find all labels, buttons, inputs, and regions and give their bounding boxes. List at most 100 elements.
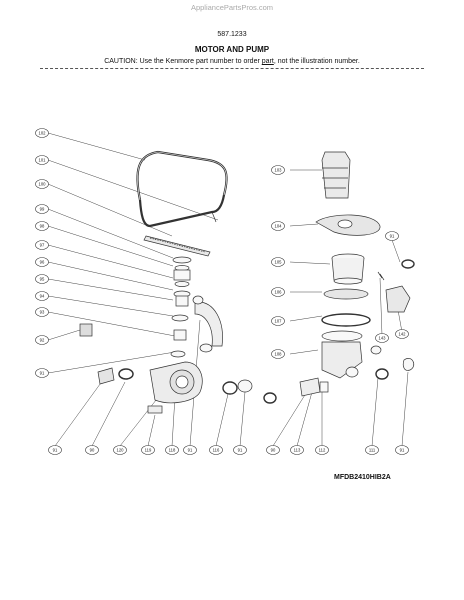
callout-label: 99: [40, 207, 45, 212]
callout-95: 95: [35, 274, 49, 284]
callout-91: 91: [183, 445, 197, 455]
callout-bubble: [375, 333, 389, 343]
part-drawings: [79, 150, 415, 414]
callout-108: 108: [271, 349, 285, 359]
callout-bubble: [271, 287, 285, 297]
callout-label: 91: [188, 448, 193, 453]
callout-label: 118: [169, 448, 176, 453]
callout-119: 119: [141, 445, 155, 455]
callout-100: 100: [35, 179, 49, 189]
callout-97: 97: [35, 240, 49, 250]
callout-98: 98: [35, 221, 49, 231]
callout-bubble: [113, 445, 127, 455]
callout-label: 97: [40, 243, 45, 248]
callout-bubble: [85, 445, 99, 455]
callout-label: 91: [53, 448, 58, 453]
callout-bubble: [271, 165, 285, 175]
callout-label: 101: [39, 158, 47, 163]
callout-label: 90: [90, 448, 95, 453]
callout-bubble: [183, 445, 197, 455]
callout-label: 91: [390, 234, 395, 239]
callout-101: 101: [35, 155, 49, 165]
callout-label: 108: [275, 352, 283, 357]
callout-91: 91: [48, 445, 62, 455]
callout-label: 103: [275, 168, 283, 173]
callout-93: 93: [35, 307, 49, 317]
callout-bubble: [165, 445, 179, 455]
callout-bubble: [271, 221, 285, 231]
callout-bubble: [35, 257, 49, 267]
callout-91: 91: [35, 368, 49, 378]
callout-bubble: [35, 221, 49, 231]
callout-label: 143: [379, 336, 387, 341]
callout-label: 119: [145, 448, 152, 453]
callout-bubble: [35, 335, 49, 345]
callout-96: 96: [35, 257, 49, 267]
callout-label: 96: [40, 260, 45, 265]
callout-label: 142: [399, 332, 407, 337]
callout-label: 120: [117, 448, 125, 453]
callout-91: 91: [395, 445, 409, 455]
callout-bubble: [141, 445, 155, 455]
callout-label: 93: [40, 310, 45, 315]
caution-text: CAUTION: Use the Kenmore part number to …: [0, 58, 464, 65]
callout-bubble: [35, 204, 49, 214]
callout-label: 116: [213, 448, 220, 453]
callout-circles: 102 101 100 99 98 97 96 95 94 93 92 91 103 104 91 105 10…: [35, 128, 409, 455]
callout-104: 104: [271, 221, 285, 231]
divider: [40, 68, 424, 69]
callout-99: 99: [35, 204, 49, 214]
callout-103: 103: [271, 165, 285, 175]
callout-bubble: [395, 445, 409, 455]
callout-bubble: [35, 128, 49, 138]
caution-suffix: , not the illustration number.: [273, 58, 360, 65]
callout-bubble: [290, 445, 304, 455]
callout-bubble: [35, 274, 49, 284]
callout-90: 90: [266, 445, 280, 455]
callout-bubble: [35, 307, 49, 317]
callout-111: 111: [365, 445, 379, 455]
callout-112: 112: [315, 445, 329, 455]
callout-label: 105: [275, 260, 283, 265]
callout-107: 107: [271, 316, 285, 326]
callout-bubble: [209, 445, 223, 455]
callout-bubble: [48, 445, 62, 455]
callout-143: 143: [375, 333, 389, 343]
callout-label: 112: [319, 448, 326, 453]
callout-label: 106: [275, 290, 283, 295]
diagram-model-number: MFDB2410HIB2A: [334, 474, 391, 481]
callout-105: 105: [271, 257, 285, 267]
callout-label: 91: [400, 448, 405, 453]
callout-91: 91: [385, 231, 399, 241]
callout-94: 94: [35, 291, 49, 301]
callout-label: 94: [40, 294, 45, 299]
callout-label: 104: [275, 224, 283, 229]
callout-bubble: [271, 316, 285, 326]
caution-prefix: CAUTION: Use the Kenmore part number to …: [104, 58, 262, 65]
caution-part-link[interactable]: part: [261, 58, 274, 65]
callout-label: 92: [40, 338, 45, 343]
callout-label: 91: [238, 448, 243, 453]
callout-142: 142: [395, 329, 409, 339]
callout-bubble: [35, 240, 49, 250]
callout-bubble: [395, 329, 409, 339]
callout-102: 102: [35, 128, 49, 138]
callout-label: 102: [39, 131, 47, 136]
callout-90: 90: [85, 445, 99, 455]
callout-91: 91: [233, 445, 247, 455]
callout-118: 118: [165, 445, 179, 455]
page-title: MOTOR AND PUMP: [194, 45, 270, 54]
callout-116: 116: [209, 445, 223, 455]
callout-120: 120: [113, 445, 127, 455]
callout-label: 107: [275, 319, 283, 324]
callout-bubble: [266, 445, 280, 455]
model-code: 587.1233: [217, 31, 247, 38]
callout-bubble: [385, 231, 399, 241]
callout-label: 95: [40, 277, 45, 282]
callout-bubble: [233, 445, 247, 455]
callout-label: 111: [369, 448, 376, 453]
callout-bubble: [315, 445, 329, 455]
callout-label: 100: [39, 182, 47, 187]
callout-label: 90: [271, 448, 276, 453]
